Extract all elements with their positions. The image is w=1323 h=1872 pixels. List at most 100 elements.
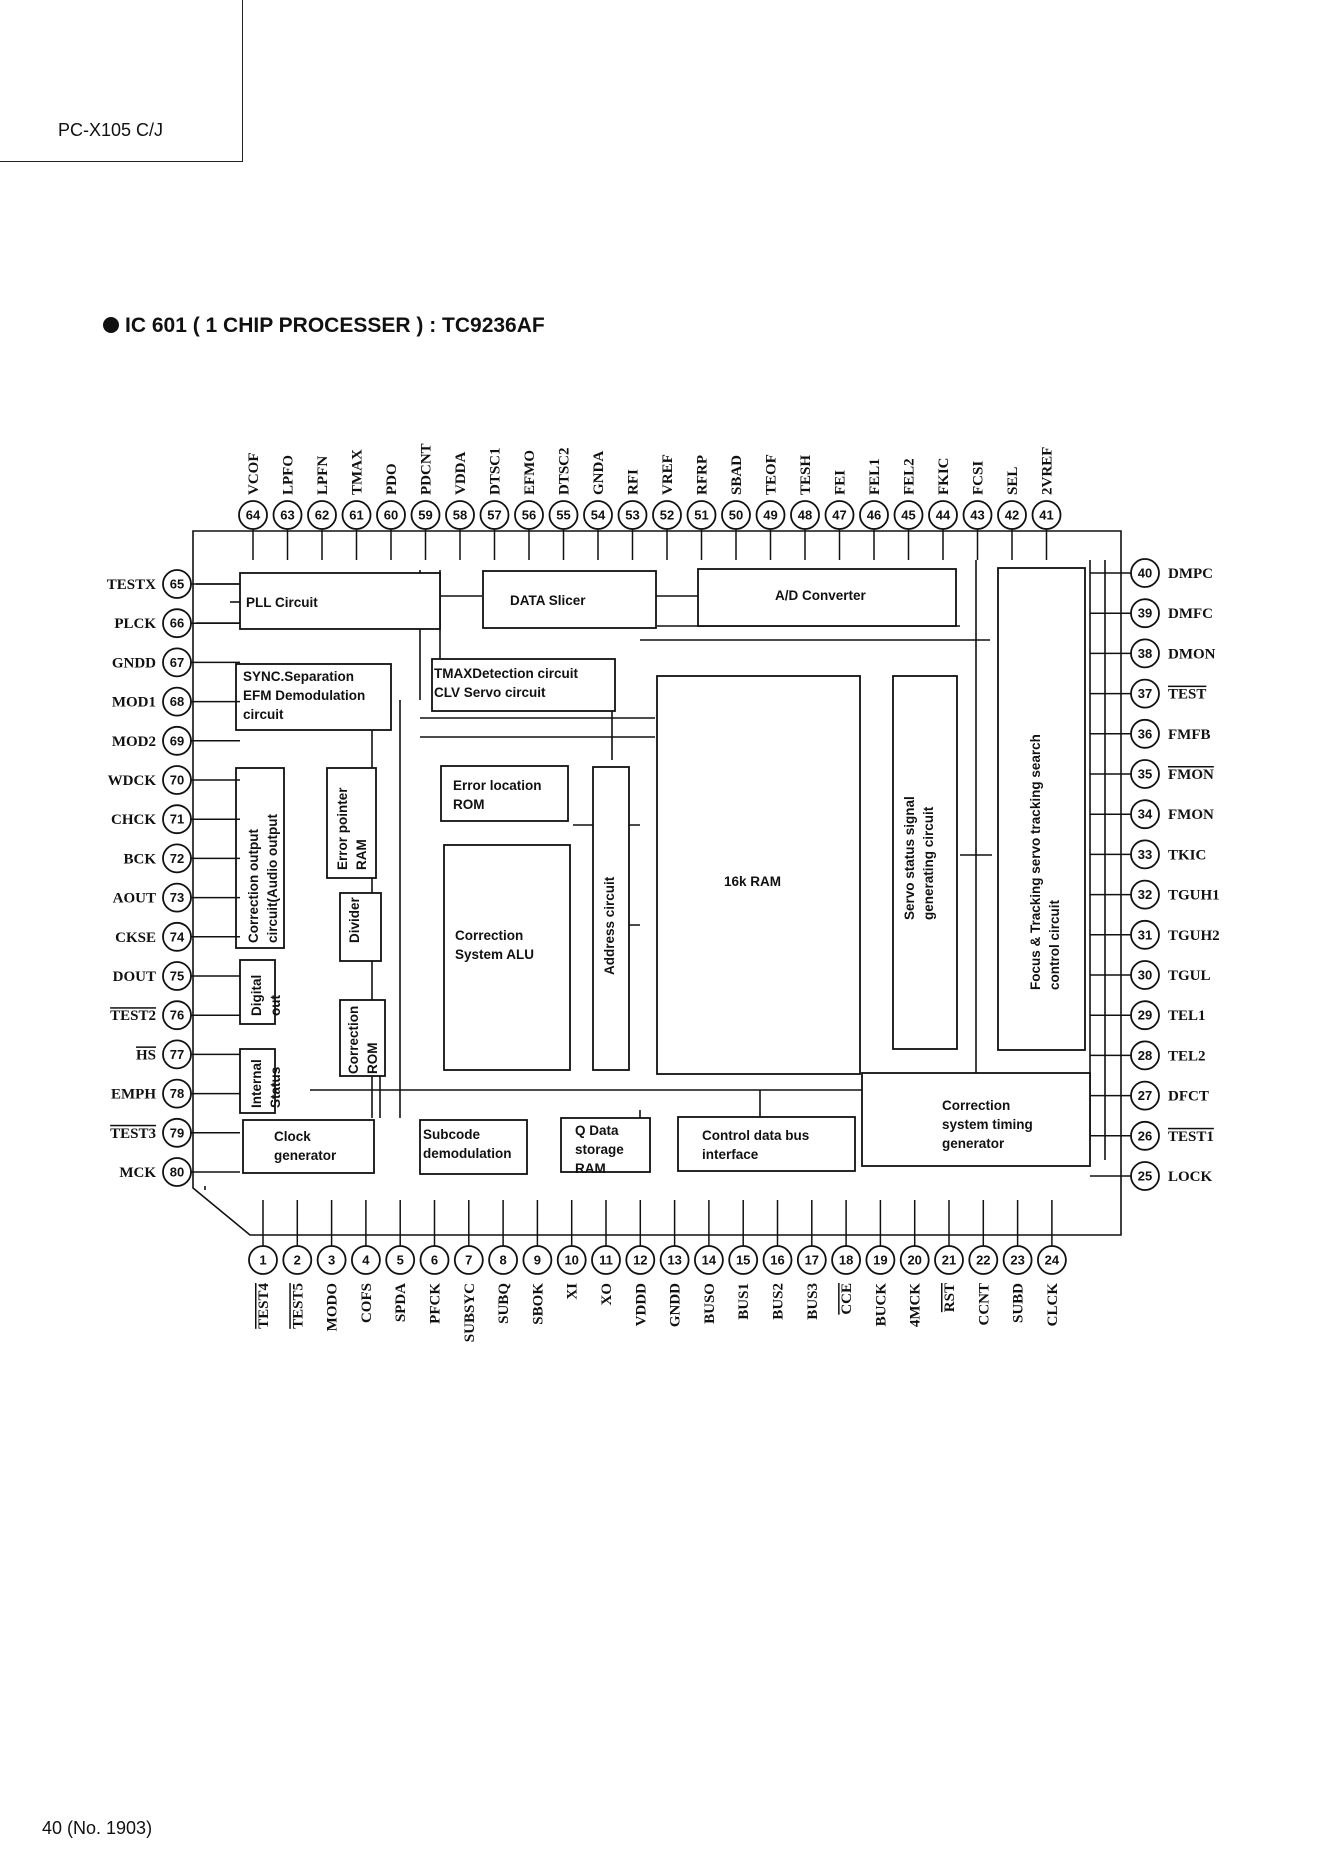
pin-4-circle (350, 1245, 381, 1275)
pin-38-label: DMON (1168, 646, 1216, 662)
pin-43-label: FCSI (971, 461, 987, 495)
pin-55-number: 55 (556, 508, 570, 523)
pin-41-number: 41 (1039, 508, 1053, 523)
pin-27-circle (1130, 1080, 1160, 1111)
pin-59-number: 59 (418, 508, 432, 523)
pin-8-number: 8 (499, 1253, 506, 1268)
pin-54-number: 54 (591, 508, 606, 523)
pin-24-label: CLCK (1045, 1283, 1061, 1327)
pin-75-circle (162, 961, 192, 991)
pin-73-circle (162, 882, 192, 913)
pin-73-number: 73 (170, 890, 184, 905)
pin-76-number: 76 (170, 1008, 184, 1023)
block-corr_rom (339, 999, 386, 1077)
block-slicer (482, 570, 657, 629)
block-slicer-label: DATA Slicer (510, 593, 586, 608)
pin-62-circle (307, 500, 337, 530)
pin-38-number: 38 (1138, 646, 1152, 661)
pin-21-label: RST (942, 1283, 958, 1312)
pin-4-number: 4 (362, 1253, 370, 1268)
pin-32-label: TGUH1 (1168, 888, 1220, 904)
block-tmax-label: TMAXDetection circuit (434, 666, 579, 681)
pin-68-number: 68 (170, 694, 184, 709)
pin-1-number: 1 (259, 1253, 266, 1268)
pin-30-number: 30 (1138, 968, 1152, 983)
pin-10-circle (556, 1245, 587, 1275)
pin-42-circle (997, 500, 1027, 530)
pin-17-circle (796, 1245, 827, 1275)
block-internal (239, 1048, 276, 1114)
pin-13-number: 13 (667, 1253, 681, 1268)
pin-73-label: AOUT (113, 891, 156, 907)
pin-12-label: VDDD (633, 1283, 649, 1326)
block-digital-label: out (268, 995, 283, 1016)
block-err_loc (440, 765, 569, 822)
pin-52-number: 52 (660, 508, 674, 523)
pin-56-circle (514, 500, 544, 530)
block-err_ptr-label: Error pointer (335, 787, 350, 870)
pin-71-number: 71 (170, 812, 184, 827)
pin-42-number: 42 (1005, 508, 1019, 523)
pin-74-circle (162, 921, 192, 952)
block-focus-label: Focus & Tracking servo tracking search (1028, 734, 1043, 990)
bullet-icon (103, 317, 119, 333)
block-addr-label: Address circuit (602, 876, 617, 975)
block-err_loc-label: ROM (453, 797, 485, 812)
pin-8-label: SUBQ (496, 1283, 512, 1324)
pin-52-circle (652, 500, 682, 530)
pin-76-label: TEST2 (110, 1008, 156, 1024)
pin-57-number: 57 (487, 508, 501, 523)
block-servo_status-label: Servo status signal (902, 796, 917, 920)
pin-22-label: CCNT (976, 1283, 992, 1326)
pin-77-number: 77 (170, 1047, 184, 1062)
pin-6-label: PFCK (428, 1283, 444, 1324)
block-focus (997, 567, 1086, 1051)
pin-3-label: MODO (325, 1283, 341, 1331)
pin-34-label: FMON (1168, 807, 1214, 823)
pin-23-circle (1002, 1245, 1033, 1275)
pin-42-label: SEL (1005, 467, 1021, 495)
pin-10-label: XI (565, 1283, 581, 1300)
pin-72-label: BCK (123, 851, 156, 867)
pin-55-label: DTSC2 (557, 447, 573, 495)
pin-26-label: TEST1 (1168, 1129, 1214, 1145)
pin-63-number: 63 (280, 508, 294, 523)
block-sync-label: circuit (243, 707, 284, 722)
block-pll-label: PLL Circuit (246, 595, 318, 610)
pin-66-circle (162, 608, 192, 639)
pin-69-circle (162, 725, 192, 756)
pin-7-label: SUBSYC (462, 1283, 478, 1342)
pin-63-label: LPFO (281, 455, 297, 495)
block-err_loc-label: Error location (453, 778, 542, 793)
pin-79-circle (162, 1117, 192, 1148)
block-digital-label: Digital (249, 975, 264, 1016)
pin-11-circle (591, 1245, 621, 1275)
block-ram-label: 16k RAM (724, 874, 781, 889)
pin-55-circle (548, 500, 579, 530)
pin-1-circle (248, 1245, 278, 1275)
pin-64-circle (238, 500, 268, 530)
block-alu (443, 844, 571, 1071)
pin-28-number: 28 (1138, 1048, 1152, 1063)
pin-48-circle (790, 500, 820, 530)
pin-7-number: 7 (465, 1253, 472, 1268)
pin-28-circle (1130, 1040, 1160, 1071)
pin-5-label: SPDA (393, 1283, 409, 1322)
pin-67-label: GNDD (112, 655, 156, 671)
pin-35-number: 35 (1138, 767, 1152, 782)
pin-17-number: 17 (805, 1253, 819, 1268)
pin-33-number: 33 (1138, 847, 1152, 862)
pin-49-number: 49 (763, 508, 777, 523)
pin-58-circle (445, 500, 475, 530)
pin-67-circle (162, 647, 192, 678)
pin-4-label: COFS (359, 1283, 375, 1323)
pin-3-circle (316, 1245, 347, 1275)
pin-46-circle (859, 500, 889, 530)
pin-49-circle (755, 500, 786, 530)
block-adc-label: A/D Converter (775, 588, 867, 603)
pin-69-label: MOD2 (112, 734, 156, 750)
pin-21-number: 21 (942, 1253, 956, 1268)
pin-72-number: 72 (170, 851, 184, 866)
